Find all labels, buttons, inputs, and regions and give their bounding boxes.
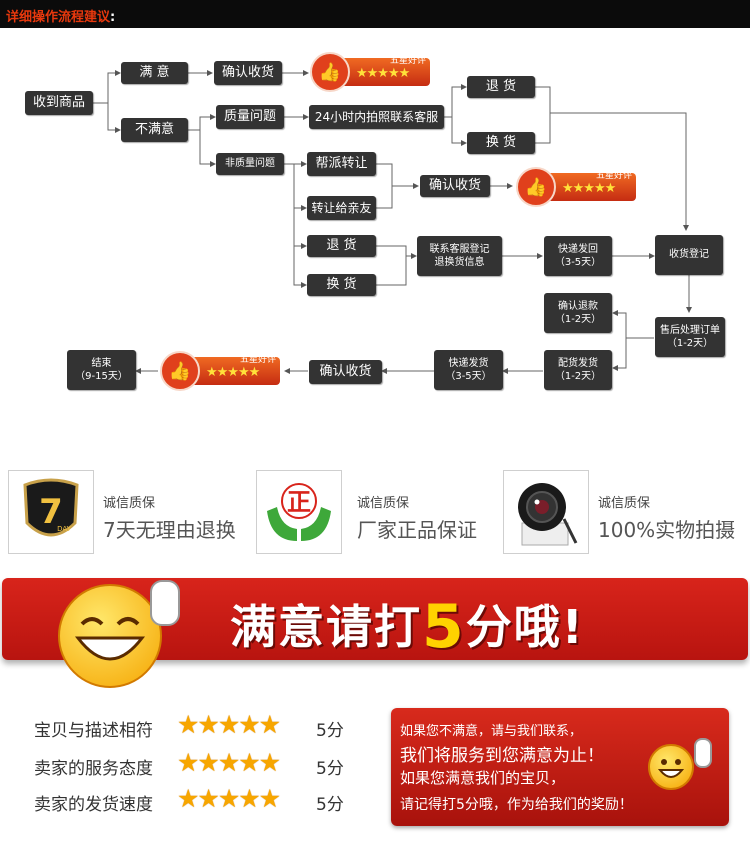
- rating-stars: ★★★★★: [177, 784, 281, 813]
- message-line: 如果您不满意，请与我们联系，: [400, 724, 583, 739]
- smiley-thumbs-up-icon: [648, 744, 694, 790]
- guarantee-icon-box: 7 DAY: [8, 470, 94, 554]
- guarantee-title: 诚信质保: [103, 496, 156, 511]
- thumbs-up-icon: 👍: [160, 351, 200, 391]
- guarantee-desc: 7天无理由退换: [103, 518, 236, 542]
- flow-return-top: 退 货: [467, 76, 535, 98]
- message-line: 请记得打5分哦，作为给我们的奖励！: [400, 797, 633, 813]
- header-bar: [0, 0, 750, 28]
- camera-lens-icon: [518, 483, 578, 546]
- rating-stars: ★★★★★: [177, 748, 281, 777]
- message-line: 我们将服务到您满意为止！: [400, 746, 604, 766]
- five-star-badge: 五星好评 ★★★★★ 👍: [160, 351, 282, 391]
- five-star-badge: 五星好评 ★★★★★ 👍: [516, 167, 638, 207]
- flow-transfer-friends: 转让给亲友: [307, 196, 376, 220]
- badge-label: 五星好评: [239, 355, 276, 365]
- svg-text:DAY: DAY: [57, 525, 72, 533]
- rating-label: 卖家的发货速度: [34, 795, 153, 815]
- flow-express-return: 快递发回 （3-5天）: [544, 236, 612, 276]
- svg-text:正: 正: [287, 488, 311, 516]
- smiley-thumbs-up-icon: [58, 584, 162, 688]
- guarantee-desc: 厂家正品保证: [357, 518, 477, 542]
- flow-confirm-refund: 确认退款 （1-2天）: [544, 293, 612, 333]
- flow-ship-out: 配货发货 （1-2天）: [544, 350, 612, 390]
- flow-express-ship: 快递发货 （3-5天）: [434, 350, 503, 390]
- flow-help-transfer: 帮派转让: [307, 152, 376, 176]
- rating-score: 5分: [316, 721, 344, 741]
- flow-confirm-receipt-mid: 确认收货: [420, 175, 490, 197]
- badge-stars: ★★★★★: [562, 181, 616, 196]
- message-line: 如果您满意我们的宝贝，: [400, 769, 566, 787]
- thumb-icon: [150, 580, 180, 626]
- guarantee-icon-box: [503, 470, 589, 554]
- flow-receive-goods: 收到商品: [25, 91, 93, 115]
- svg-text:7: 7: [39, 492, 63, 532]
- rating-label: 宝贝与描述相符: [34, 721, 153, 741]
- flow-after-sale: 售后处理订单 （1-2天）: [655, 317, 725, 357]
- guarantee-title: 诚信质保: [357, 496, 410, 511]
- banner-text: 满意请打5分哦!: [230, 592, 585, 662]
- guarantee-desc: 100%实物拍摄: [598, 518, 736, 542]
- thumbs-up-icon: 👍: [310, 52, 350, 92]
- flow-connectors: [93, 70, 692, 374]
- flow-non-quality-issue: 非质量问题: [216, 153, 284, 175]
- flow-exchange-top: 换 货: [467, 132, 535, 154]
- flow-return-mid: 退 货: [307, 235, 376, 257]
- rating-stars: ★★★★★: [177, 710, 281, 739]
- 7-day-shield-icon: 7 DAY: [23, 478, 79, 537]
- page-title: 详细操作流程建议:: [6, 10, 116, 25]
- badge-stars: ★★★★★: [206, 365, 260, 380]
- guarantee-title: 诚信质保: [598, 496, 651, 511]
- flow-end: 结束 （9-15天）: [67, 350, 136, 390]
- thumb-icon: [694, 738, 712, 768]
- badge-label: 五星好评: [595, 171, 632, 181]
- guarantee-icon-box: 正: [256, 470, 342, 554]
- flow-satisfied: 满 意: [121, 62, 188, 84]
- flow-quality-issue: 质量问题: [216, 105, 284, 129]
- flow-contact-24h: 24小时内拍照联系客服: [309, 105, 444, 129]
- rating-score: 5分: [316, 759, 344, 779]
- thumbs-up-icon: 👍: [516, 167, 556, 207]
- rating-label: 卖家的服务态度: [34, 759, 153, 779]
- flow-contact-register: 联系客服登记 退换货信息: [417, 236, 502, 276]
- flow-confirm-receipt-bottom: 确认收货: [309, 360, 382, 384]
- flow-unsatisfied: 不满意: [121, 118, 188, 142]
- rating-score: 5分: [316, 795, 344, 815]
- flow-exchange-mid: 换 货: [307, 274, 376, 296]
- five-star-badge: 五星好评 ★★★★★ 👍: [310, 52, 432, 92]
- flow-confirm-receipt-top: 确认收货: [214, 61, 282, 85]
- genuine-hands-icon: 正: [267, 483, 331, 541]
- flow-receive-register: 收货登记: [655, 235, 723, 275]
- badge-stars: ★★★★★: [356, 66, 410, 81]
- badge-label: 五星好评: [389, 56, 426, 66]
